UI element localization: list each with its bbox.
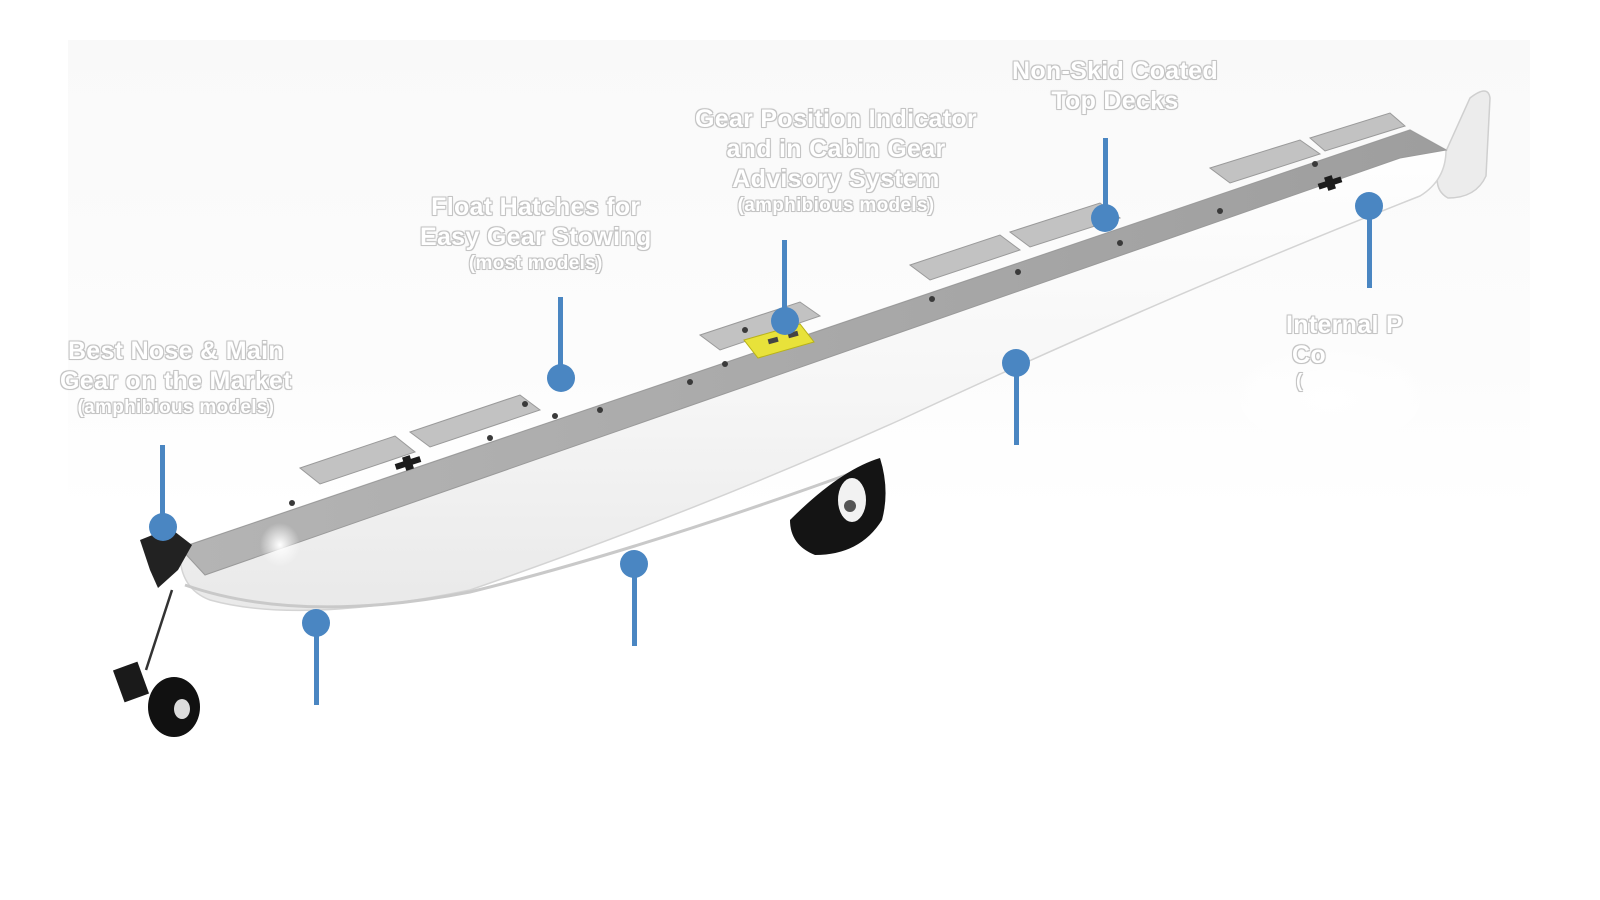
label-line: Top Decks	[1051, 87, 1179, 115]
nose-wheel-icon	[112, 528, 200, 737]
label-float-hatches: Float Hatches for Easy Gear Stowing (mos…	[420, 192, 652, 276]
callout-pin-line	[1014, 363, 1019, 445]
keel-line	[184, 468, 861, 609]
label-nose-main-gear: Best Nose & Main Gear on the Market (amp…	[60, 336, 292, 420]
label-line: and in Cabin Gear	[726, 135, 946, 163]
label-gear-position-indicator: Gear Position Indicator and in Cabin Gea…	[695, 104, 977, 218]
label-sub: (	[1296, 371, 1303, 392]
label-line: Advisory System	[732, 165, 940, 193]
label-top-decks: Non-Skid Coated Top Decks	[1012, 56, 1218, 116]
fade-patch	[1210, 340, 1450, 460]
callout-pin-line	[314, 623, 319, 705]
fade-patch	[260, 523, 300, 567]
label-sub: (amphibious models)	[737, 195, 935, 216]
top-deck	[179, 129, 1448, 576]
callout-pin-icon	[1091, 204, 1119, 232]
callout-pin-line	[558, 297, 563, 377]
callout-pin-icon	[771, 307, 799, 335]
label-line: Float Hatches for	[431, 193, 641, 221]
label-line: Internal P	[1286, 311, 1403, 339]
label-line: Easy Gear Stowing	[420, 223, 652, 251]
tail-fin	[1436, 90, 1491, 199]
callout-pin-line	[1103, 138, 1108, 218]
callout-pin-line	[782, 240, 787, 321]
label-line: Gear Position Indicator	[695, 105, 977, 133]
label-sub: (most models)	[468, 253, 603, 274]
callout-pin-line	[160, 445, 165, 527]
deck-cleats	[394, 175, 1343, 471]
label-line: Co	[1292, 341, 1326, 369]
label-sub: (amphibious models)	[77, 397, 275, 418]
deck-fasteners	[289, 161, 1318, 506]
label-internal: Internal P Co (	[1286, 310, 1403, 394]
callout-pin-line	[1367, 206, 1372, 288]
label-line: Best Nose & Main	[67, 337, 284, 365]
callout-pin-icon	[149, 513, 177, 541]
callout-pin-icon	[547, 364, 575, 392]
label-line: Gear on the Market	[60, 367, 292, 395]
main-wheel-icon	[790, 458, 886, 555]
callout-pin-line	[632, 564, 637, 646]
label-line: Non-Skid Coated	[1012, 57, 1218, 85]
